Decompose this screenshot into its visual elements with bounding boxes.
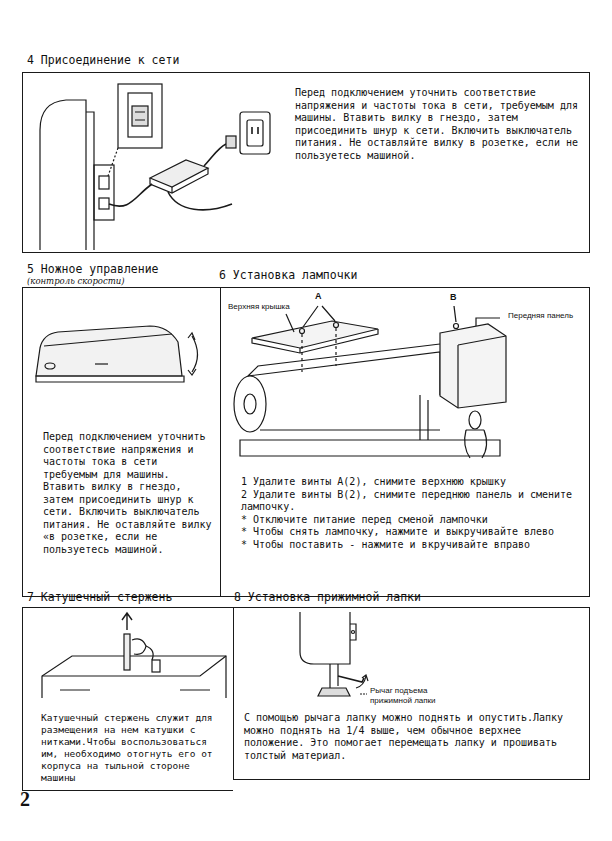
presser-foot-drawing	[300, 612, 368, 696]
text-column: Перед подключением уточнить соответствие…	[295, 87, 585, 162]
part-label: Передняя панель	[508, 311, 573, 321]
section-panel: 6 Установка лампочки1 Удалите винты А(2)…	[220, 287, 590, 597]
section-heading: 5 Ножное управление	[27, 262, 159, 276]
power-connection-drawing	[40, 84, 270, 250]
instruction-text: * Чтобы снять лампочку, нажмите и выкруч…	[241, 526, 586, 539]
page-number: 2	[20, 788, 30, 810]
callout-letter: В	[450, 292, 457, 303]
spool-pin-drawing	[42, 613, 226, 698]
part-label: Верхняя крышка	[228, 302, 290, 312]
text-column: Перед подключением уточнить соответствие…	[43, 431, 215, 556]
instruction-text: 2 Удалите винты В(2), снимите переднюю п…	[241, 489, 586, 514]
instruction-text: * Отключите питание перед сменой лампочк…	[241, 514, 586, 527]
text-column: 1 Удалите винты А(2), снимите верхнюю кр…	[241, 476, 586, 551]
instruction-text: Перед подключением уточнить соответствие…	[43, 431, 215, 556]
text-column: С помощью рычага лапку можно поднять и о…	[244, 712, 584, 762]
section-heading: 8 Установка прижимной лапки	[234, 590, 421, 604]
section-heading: 4 Присоединение к сети	[27, 53, 179, 67]
section-subheading: (контроль скорости)	[27, 276, 125, 286]
instruction-text: Катушечный стержень служит для размещени…	[41, 712, 227, 784]
text-column: Катушечный стержень служит для размещени…	[41, 712, 227, 784]
section-heading: 7 Катушечный стержень	[27, 590, 172, 604]
section-panel: 5 Ножное управление(контроль скорости)Пе…	[22, 287, 220, 597]
instruction-text: С помощью рычага лапку можно поднять и о…	[244, 712, 584, 762]
section-heading: 6 Установка лампочки	[219, 268, 357, 282]
callout-letter: А	[315, 291, 322, 302]
foot-controller-drawing	[36, 326, 198, 382]
instruction-text: * Чтобы поставить - нажмите и вкручивайт…	[241, 539, 586, 552]
instruction-text: 1 Удалите винты А(2), снимите верхнюю кр…	[241, 476, 586, 489]
lamp-replacement-drawing	[234, 306, 506, 458]
section-panel: 7 Катушечный стерженьКатушечный стержень…	[22, 607, 233, 791]
part-label: Рычаг подъема прижимной лапки	[370, 686, 446, 706]
section-panel: 4 Присоединение к сетиПеред подключением…	[22, 72, 590, 253]
instruction-text: Перед подключением уточнить соответствие…	[295, 87, 585, 162]
